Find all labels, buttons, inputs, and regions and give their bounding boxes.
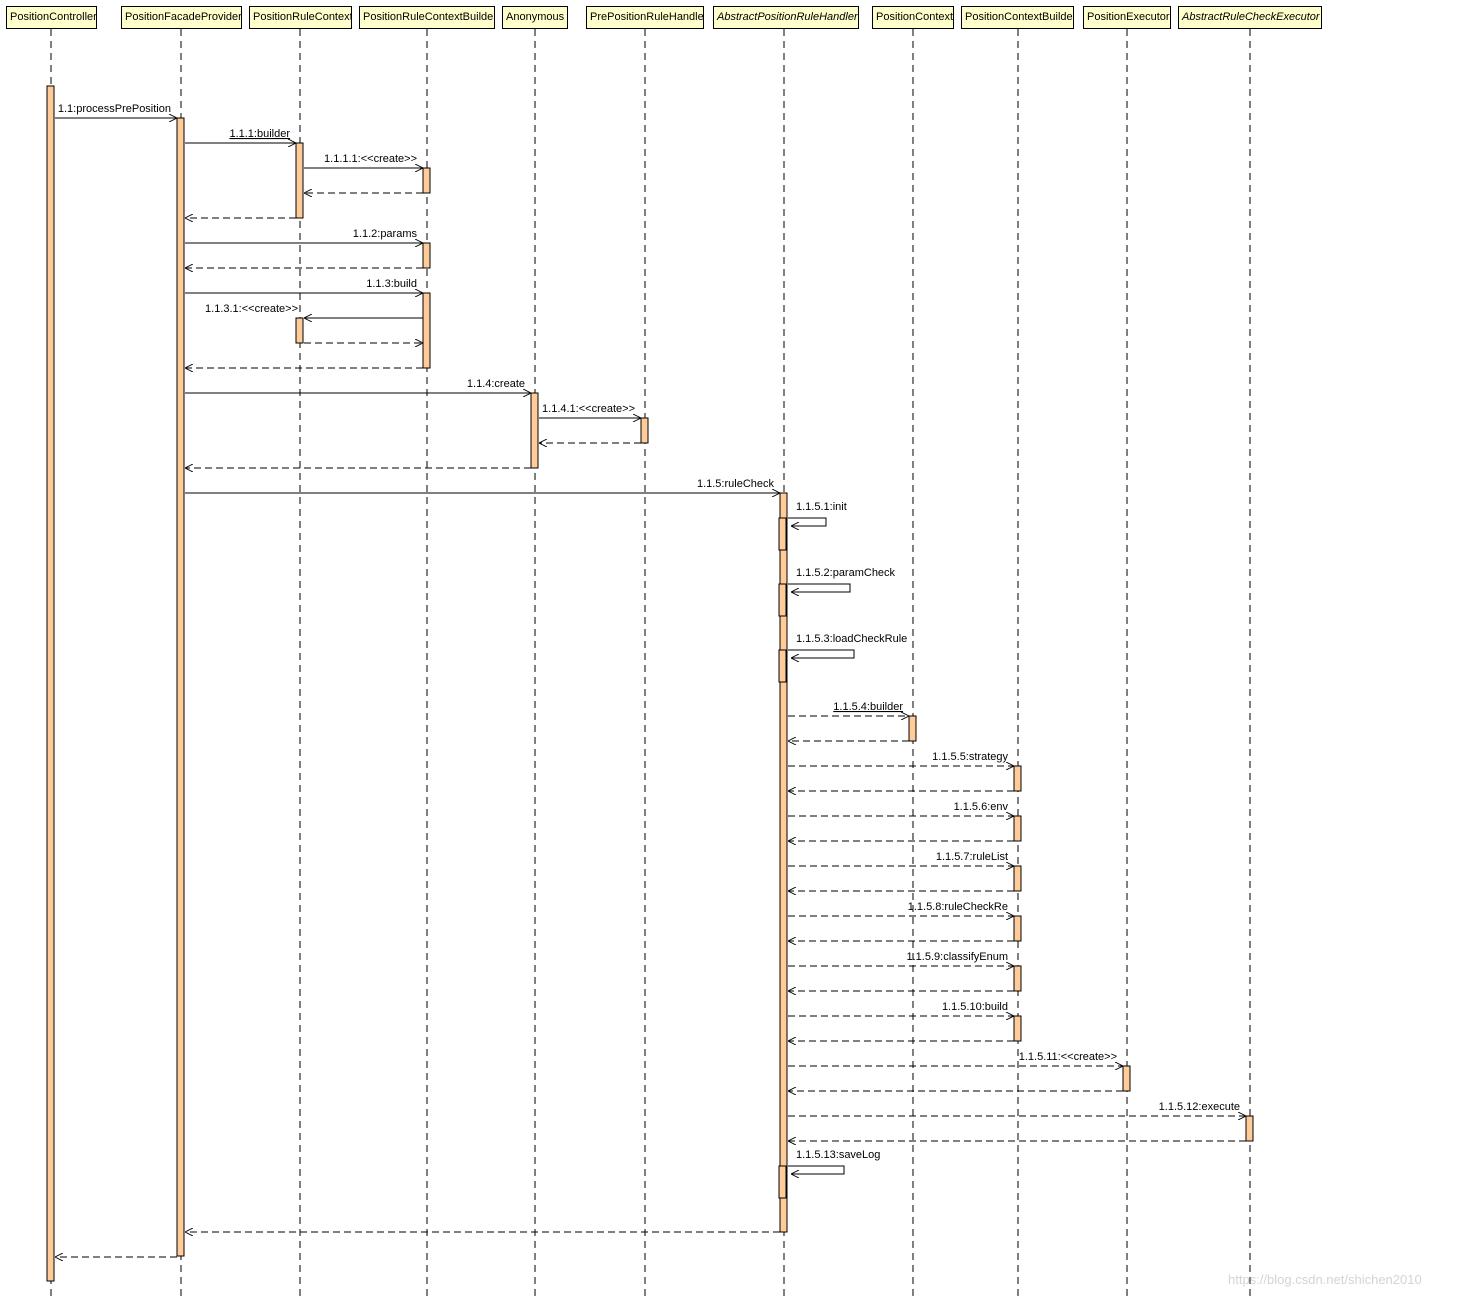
message-38: 1.1.5.13:saveLog: [788, 1149, 880, 1174]
message-label: 1.1.4.1:<<create>>: [542, 403, 635, 415]
message-label: 1.1.5.1:init: [796, 501, 847, 513]
activation-prc: [295, 142, 304, 219]
message-13: 1.1.4.1:<<create>>: [539, 403, 641, 418]
activation-pcb: [1013, 865, 1022, 892]
message-28: 1.1.5.8:ruleCheckRe: [788, 901, 1014, 916]
lifelines: [50, 29, 1251, 1300]
message-label: 1.1.5.3:loadCheckRule: [796, 633, 907, 645]
activation-pprh: [640, 417, 649, 444]
message-label: 1.1.5.6:env: [954, 801, 1009, 813]
activation-pcb: [1013, 1015, 1022, 1042]
message-label: 1.1:processPrePosition: [58, 103, 171, 115]
message-label: 1.1.1:builder: [229, 128, 290, 140]
message-36: 1.1.5.12:execute: [788, 1101, 1246, 1116]
activation-pctx: [908, 715, 917, 742]
message-16: 1.1.5:ruleCheck: [185, 478, 780, 493]
message-label: 1.1.5.4:builder: [833, 701, 903, 713]
participant-anon: Anonymous: [502, 6, 568, 29]
participant-aprh: AbstractPositionRuleHandler: [713, 6, 859, 29]
message-label: 1.1.5.8:ruleCheckRe: [908, 901, 1008, 913]
activation-prcb: [422, 167, 431, 194]
activation-pcb: [1013, 765, 1022, 792]
message-1: 1.1:processPrePosition: [55, 103, 177, 118]
messages: 1.1:processPrePosition 1.1.1:builder 1.1.1…: [55, 103, 1246, 1257]
message-19: 1.1.5.3:loadCheckRule: [788, 633, 907, 658]
activation-aprh: [778, 583, 787, 617]
message-label: 1.1.5.12:execute: [1159, 1101, 1240, 1113]
participant-pctx: PositionContext: [872, 6, 954, 29]
message-32: 1.1.5.10:build: [788, 1001, 1014, 1016]
message-label: 1.1.5.13:saveLog: [796, 1149, 880, 1161]
message-label: 1.1.1.1:<<create>>: [324, 153, 417, 165]
message-label: 1.1.3:build: [366, 278, 417, 290]
message-label: 1.1.3.1:<<create>>: [205, 303, 298, 315]
message-22: 1.1.5.5:strategy: [788, 751, 1014, 766]
message-17: 1.1.5.1:init: [788, 501, 847, 526]
message-26: 1.1.5.7:ruleList: [788, 851, 1014, 866]
message-label: 1.1.5.10:build: [942, 1001, 1008, 1013]
activation-prc: [295, 317, 304, 344]
participant-pc: PositionController: [6, 6, 97, 29]
message-label: 1.1.5.11:<<create>>: [1019, 1051, 1117, 1063]
activation-anon: [530, 392, 539, 469]
message-6: 1.1.2:params: [185, 228, 423, 243]
message-3: 1.1.1.1:<<create>>: [304, 153, 423, 168]
message-label: 1.1.5.9:classifyEnum: [907, 951, 1009, 963]
message-label: 1.1.5:ruleCheck: [697, 478, 775, 490]
activation-prcb: [422, 242, 431, 269]
activation-pfp: [176, 117, 185, 1257]
activation-prcb: [422, 292, 431, 369]
message-label: 1.1.5.5:strategy: [932, 751, 1008, 763]
message-8: 1.1.3:build: [185, 278, 423, 293]
participant-arce: AbstractRuleCheckExecutor: [1178, 6, 1322, 29]
activation-pcb: [1013, 915, 1022, 942]
participant-pfp: PositionFacadeProvider: [121, 6, 242, 29]
message-9: 1.1.3.1:<<create>>: [205, 303, 423, 318]
message-12: 1.1.4:create: [185, 378, 531, 393]
watermark: https://blog.csdn.net/shichen2010: [1228, 1272, 1422, 1287]
activation-pcb: [1013, 965, 1022, 992]
activation-pc: [46, 85, 55, 1282]
activation-aprh: [778, 517, 787, 551]
activation-pe: [1122, 1065, 1131, 1092]
participant-pcb: PositionContextBuilder: [961, 6, 1074, 29]
activation-aprh: [778, 1165, 787, 1199]
message-18: 1.1.5.2:paramCheck: [788, 567, 896, 592]
activation-aprh: [778, 649, 787, 683]
activation-bars: [46, 85, 1254, 1282]
message-label: 1.1.2:params: [353, 228, 418, 240]
message-2: 1.1.1:builder: [185, 128, 296, 143]
participant-pe: PositionExecutor: [1083, 6, 1171, 29]
participant-prcb: PositionRuleContextBuilder: [359, 6, 495, 29]
activation-aprh: [779, 492, 788, 1233]
participant-pprh: PrePositionRuleHandler: [586, 6, 704, 29]
message-label: 1.1.5.2:paramCheck: [796, 567, 896, 579]
message-34: 1.1.5.11:<<create>>: [788, 1051, 1123, 1066]
activation-arce: [1245, 1115, 1254, 1142]
participant-prc: PositionRuleContext: [249, 6, 352, 29]
message-24: 1.1.5.6:env: [788, 801, 1014, 816]
message-label: 1.1.4:create: [467, 378, 525, 390]
message-30: 1.1.5.9:classifyEnum: [788, 951, 1014, 966]
message-label: 1.1.5.7:ruleList: [936, 851, 1008, 863]
message-20: 1.1.5.4:builder: [788, 701, 909, 716]
activation-pcb: [1013, 815, 1022, 842]
